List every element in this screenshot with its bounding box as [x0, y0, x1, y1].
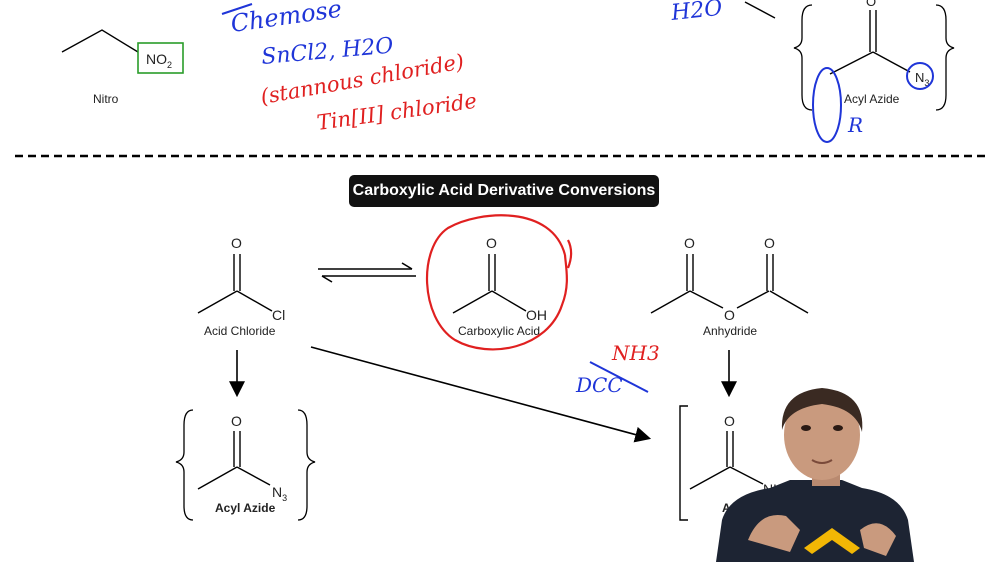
nitro-highlight-box: [137, 42, 184, 74]
r-group-label: R: [847, 113, 863, 137]
carboxylic-acid-oxygen: O: [486, 235, 497, 251]
acyl-azide-oxygen: O: [231, 413, 242, 429]
r-group-circle-annotation: [812, 67, 842, 143]
water-reagent: H2O: [669, 0, 724, 26]
top-azide-n3: N3: [915, 70, 929, 88]
anhydride-oxygen-1: O: [684, 235, 695, 251]
nitro-compound: NO2 Nitro: [61, 29, 184, 106]
acyl-azide-n3: N3: [272, 484, 287, 503]
dcc-label: DCC: [575, 373, 623, 397]
acid-chloride-oxygen: O: [231, 235, 242, 251]
top-right-reagent: H2O: [669, 0, 776, 26]
top-acyl-azide: O N3 Acyl Azide R: [793, 0, 955, 143]
anhydride-oxygen-2: O: [764, 235, 775, 251]
top-acyl-azide-name: Acyl Azide: [844, 92, 900, 106]
acyl-azide-name: Acyl Azide: [215, 501, 276, 515]
nitro-name: Nitro: [93, 92, 119, 106]
nitro-group-label: NO2: [146, 51, 172, 70]
anhydride-name: Anhydride: [703, 324, 757, 338]
nh3-label: NH3: [611, 341, 660, 365]
acid-chloride-name: Acid Chloride: [204, 324, 276, 338]
anhydride-bridge-oxygen: O: [724, 307, 735, 323]
presenter-video-overlay: [716, 388, 914, 562]
carboxylic-acid-name: Carboxylic Acid: [458, 324, 540, 338]
amide-oxygen: O: [724, 413, 735, 429]
acid-chloride-structure: O Cl Acid Chloride: [197, 235, 285, 338]
carboxylic-acid-red-circle: [425, 214, 573, 351]
reduction-reagents-note: Chemose SnCl2, H2O (stannous chloride) T…: [221, 0, 478, 135]
azide-circle-annotation: [906, 62, 934, 90]
arrow-chloride-to-amide: [310, 346, 652, 443]
reagent-line-4: Tin[II] chloride: [315, 89, 478, 135]
carboxylic-acid-structure: O OH Carboxylic Acid: [425, 214, 573, 351]
equilibrium-arrows: [318, 262, 416, 283]
carboxylic-acid-oh: OH: [526, 307, 547, 323]
nh3-dcc-annotation: NH3 DCC: [575, 341, 660, 397]
section-title-banner: Carboxylic Acid Derivative Conversions: [349, 175, 659, 207]
top-azide-oxygen: O: [866, 0, 876, 9]
acyl-azide-structure: O N3 Acyl Azide: [175, 409, 316, 521]
anhydride-structure: O O O Anhydride: [650, 235, 809, 338]
acid-chloride-cl: Cl: [272, 307, 285, 323]
